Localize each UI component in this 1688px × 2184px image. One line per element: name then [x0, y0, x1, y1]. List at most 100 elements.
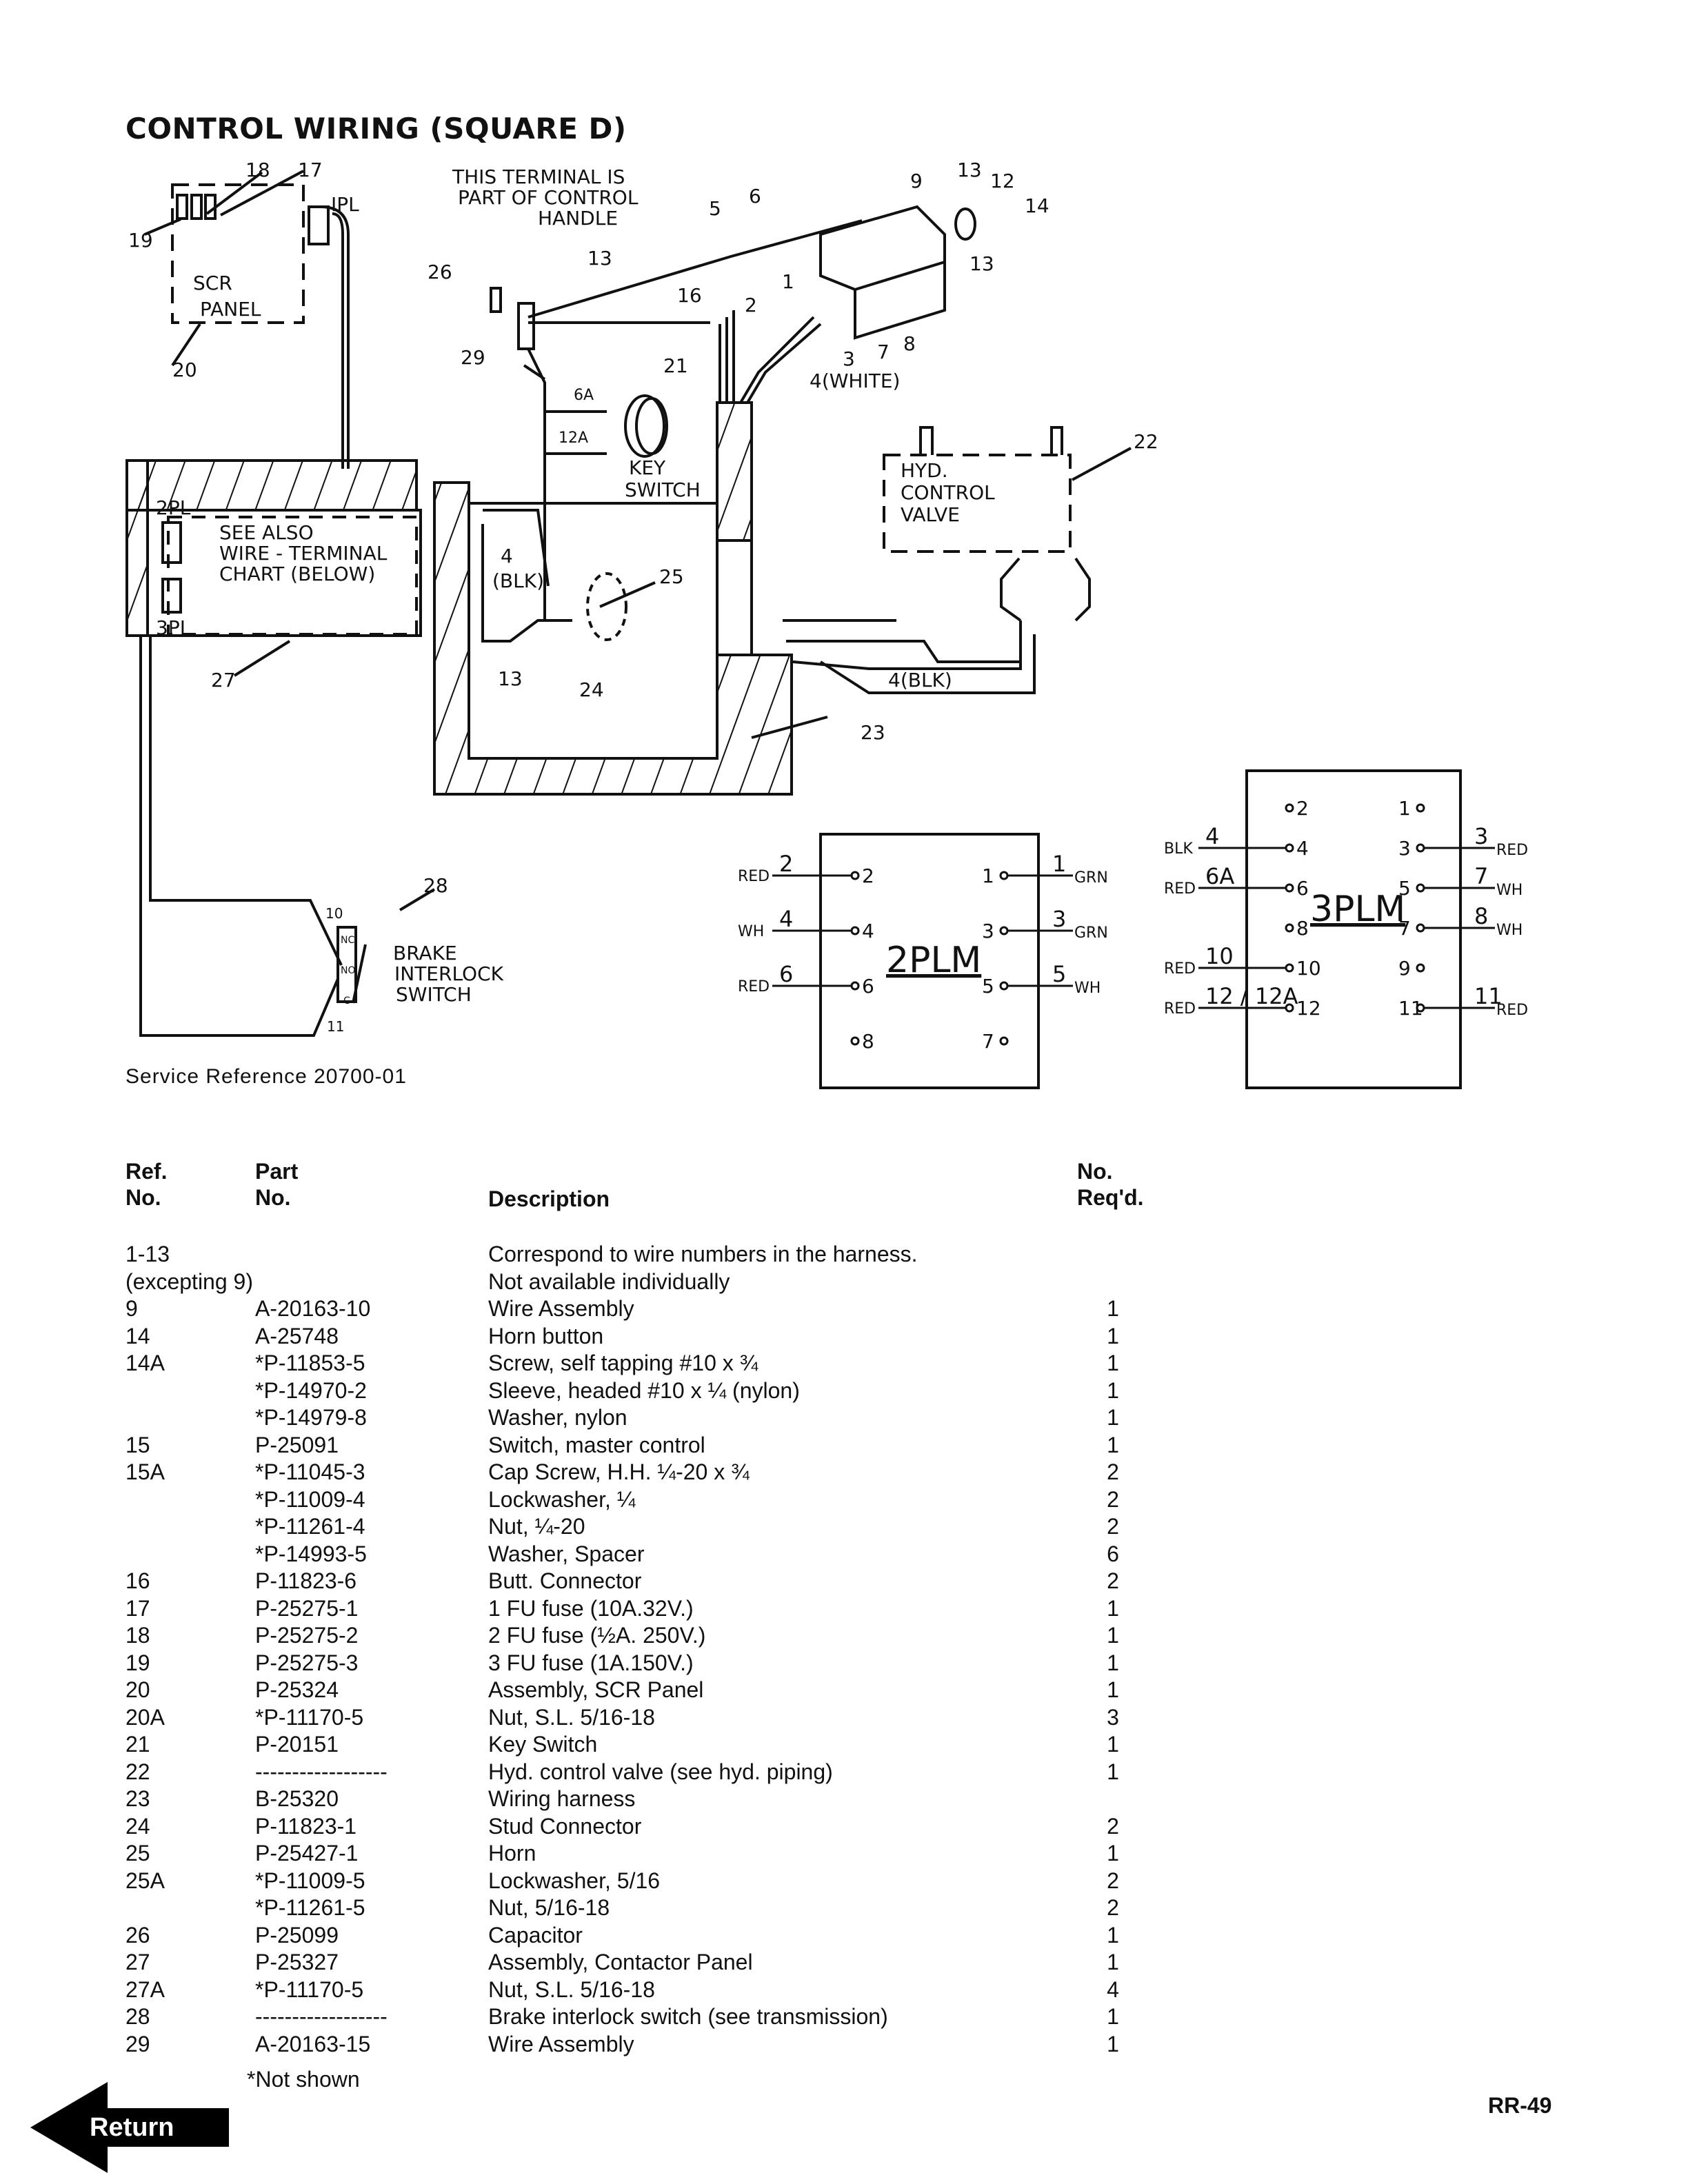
ref-28: 28: [423, 874, 448, 897]
part-number-cell: A-20163-10: [255, 1296, 371, 1321]
key-switch-line1: KEY: [629, 456, 666, 479]
wire-color: RED: [1496, 842, 1528, 859]
pin-number: 12: [1296, 997, 1321, 1020]
description-cell: Nut, S.L. 5/16-18: [488, 1704, 655, 1730]
wire-color: RED: [1164, 960, 1196, 978]
part-number-cell: *P-14979-8: [255, 1405, 367, 1430]
header-qty-line2: Req'd.: [1077, 1185, 1144, 1210]
ref-cell: 20: [125, 1677, 150, 1702]
hyd-valve-line2: CONTROL: [901, 481, 995, 504]
pin-number: 2: [1296, 797, 1309, 820]
header-part-line2: No.: [255, 1185, 291, 1210]
ref-3: 3: [843, 347, 855, 370]
ref-cell: 29: [125, 2031, 150, 2056]
ref-cell: 26: [125, 1922, 150, 1948]
ref-cell: 15: [125, 1432, 150, 1457]
pin-number: 3: [1398, 837, 1411, 860]
pin-terminal: [850, 1036, 860, 1046]
horn: [586, 572, 627, 641]
part-number-cell: P-25427-1: [255, 1841, 359, 1866]
quantity-cell: 2: [1107, 1514, 1119, 1539]
description-cell: Wiring harness: [488, 1786, 636, 1811]
pin-terminal: [1285, 923, 1294, 933]
hyd-valve-line1: HYD.: [901, 459, 948, 482]
page-number: RR-49: [1488, 2093, 1552, 2118]
scr-panel-outline: [171, 183, 305, 324]
wire-color: WH: [738, 923, 764, 940]
ref-14: 14: [1025, 194, 1049, 217]
hyd-control-valve: [883, 454, 1072, 553]
ref-25: 25: [659, 565, 684, 588]
part-number-cell: ------------------: [255, 1759, 388, 1784]
wire-4-blk-left-1: 4: [501, 545, 513, 567]
wire-number: 11: [1474, 983, 1503, 1009]
part-number-cell: *P-14993-5: [255, 1541, 367, 1566]
ref-13a: 13: [587, 247, 612, 270]
table-row: 22------------------Hyd. control valve (…: [125, 1759, 1160, 1786]
ref-cell: 18: [125, 1623, 150, 1648]
pin-terminal: [850, 926, 860, 936]
horn-button: [954, 208, 976, 241]
pin-number: 5: [982, 975, 994, 998]
header-qty-line1: No.: [1077, 1159, 1113, 1184]
quantity-cell: 2: [1107, 1568, 1119, 1593]
brake-term-nc: NC: [341, 935, 354, 946]
quantity-cell: 2: [1107, 1813, 1119, 1839]
description-cell: Butt. Connector: [488, 1568, 642, 1593]
wire-color: GRN: [1074, 869, 1108, 887]
ref-cell: 28: [125, 2004, 150, 2029]
wire-4-blk-left-2: (BLK): [492, 569, 544, 592]
quantity-cell: 1: [1107, 1841, 1119, 1866]
part-number-cell: *P-11170-5: [255, 1976, 364, 2002]
part-number-cell: P-20151: [255, 1732, 339, 1757]
pin-number: 11: [1398, 997, 1423, 1020]
part-number-cell: B-25320: [255, 1786, 339, 1811]
page-title: CONTROL WIRING (SQUARE D): [125, 112, 627, 145]
terminal-block: [517, 302, 535, 350]
wire-color: RED: [1164, 1000, 1196, 1018]
pin-terminal: [850, 871, 860, 880]
table-row: 28------------------Brake interlock swit…: [125, 2003, 1160, 2031]
ref-6: 6: [749, 185, 761, 208]
quantity-cell: 2: [1107, 1459, 1119, 1484]
wire-number: 4: [1205, 823, 1219, 849]
ref-cell: 15A: [125, 1459, 165, 1484]
ref-12: 12: [990, 170, 1015, 192]
part-number-cell: A-25748: [255, 1323, 339, 1348]
description-cell: Assembly, Contactor Panel: [488, 1950, 753, 1974]
ipl-connector: [308, 205, 330, 245]
wire-number: 3: [1474, 823, 1488, 849]
quantity-cell: 1: [1107, 1623, 1119, 1648]
pin-number: 9: [1398, 957, 1411, 980]
return-button[interactable]: Return: [30, 2082, 229, 2173]
brake-term-no: NO: [341, 965, 356, 976]
ref-cell: 24: [125, 1813, 150, 1839]
harness-sleeve-upper: [716, 401, 753, 542]
description-cell: Stud Connector: [488, 1813, 642, 1839]
ref-20: 20: [172, 358, 197, 381]
contactor-panel: [125, 459, 418, 512]
wire-number: 10: [1205, 943, 1234, 969]
ref-cell: 20A: [125, 1704, 165, 1730]
ref-cell: 9: [125, 1296, 138, 1321]
description-cell: Assembly, SCR Panel: [488, 1677, 704, 1702]
ref-cell: 17: [125, 1595, 150, 1621]
description-cell: Not available individually: [488, 1268, 730, 1294]
wire-4-white: 4(WHITE): [810, 370, 900, 392]
quantity-cell: 1: [1107, 2031, 1119, 2056]
wire-color: WH: [1496, 882, 1523, 899]
ref-1: 1: [782, 270, 794, 293]
wire-number: 6A: [1205, 863, 1234, 889]
quantity-cell: 1: [1107, 1323, 1119, 1348]
quantity-cell: 1: [1107, 1296, 1119, 1321]
pin-number: 5: [1398, 877, 1411, 900]
header-ref-line1: Ref.: [125, 1159, 168, 1184]
wire-color: WH: [1496, 922, 1523, 939]
description-cell: Nut, 5/16-18: [488, 1895, 610, 1920]
part-number-cell: *P-11261-4: [255, 1514, 365, 1539]
